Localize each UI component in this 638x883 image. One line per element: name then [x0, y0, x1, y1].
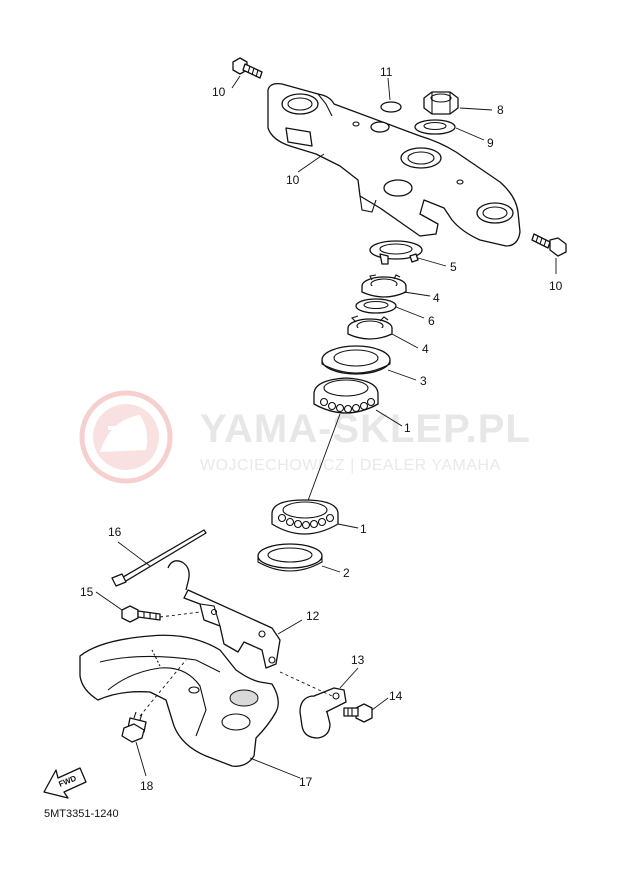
part-3-bearing-cover [321, 345, 391, 375]
watermark-logo [79, 390, 173, 484]
callout-4-upper: 4 [433, 291, 440, 305]
callout-13: 13 [351, 653, 365, 667]
callout-1-upper: 1 [404, 421, 411, 435]
part-10-bolt-right [531, 233, 567, 257]
callout-labels: 10 11 8 9 10 5 4 6 4 3 1 10 1 2 16 15 12… [80, 65, 563, 793]
callout-10-left: 10 [212, 85, 226, 99]
part-11-washer [380, 101, 402, 113]
callout-3: 3 [420, 374, 427, 388]
callout-6: 6 [428, 314, 435, 328]
part-5-lock-washer [369, 240, 423, 265]
callout-9: 10 [286, 173, 300, 187]
watermark: YAMA-SKLEP.PL WOJCIECHOWICZ | DEALER YAM… [79, 390, 531, 484]
callout-11: 11 [380, 65, 393, 79]
part-13-clamp [279, 671, 347, 739]
fwd-arrow-icon: FWD [43, 767, 87, 799]
part-17-cover [79, 634, 279, 767]
part-15-bolt [121, 605, 201, 623]
callout-5: 5 [450, 260, 457, 274]
callout-1-lower: 1 [360, 522, 367, 536]
leader-lines [95, 75, 557, 779]
part-8-washer [414, 119, 456, 135]
callout-7: 8 [497, 103, 504, 117]
part-4-ring-nut-upper [361, 274, 407, 298]
part-18-bolt [121, 659, 187, 743]
watermark-subtitle: WOJCIECHOWICZ | DEALER YAMAHA [200, 457, 501, 474]
part-12-bracket [167, 560, 281, 669]
axis-line [305, 413, 341, 507]
callout-17: 17 [299, 775, 313, 789]
callout-8: 9 [487, 136, 494, 150]
diagram-code: 5MT3351-1240 [44, 808, 119, 820]
part-1-bearing-upper [313, 377, 379, 414]
callout-4-lower: 4 [422, 342, 429, 356]
part-9-upper-bracket [267, 82, 521, 247]
part-7-nut [423, 91, 459, 115]
part-2-seal [257, 543, 323, 572]
callout-18: 18 [140, 779, 154, 793]
part-16-cable-tie [111, 529, 207, 587]
callout-10-right: 10 [549, 279, 563, 293]
callout-14: 14 [389, 689, 403, 703]
callout-2: 2 [343, 566, 350, 580]
part-1-bearing-lower [271, 499, 339, 535]
callout-12: 12 [306, 609, 320, 623]
callout-16: 16 [108, 525, 122, 539]
part-4-ring-nut-lower [347, 315, 393, 340]
part-6-washer [355, 298, 397, 314]
watermark-title: YAMA-SKLEP.PL [200, 407, 531, 451]
callout-15: 15 [80, 585, 94, 599]
part-14-bolt [343, 703, 373, 723]
part-10-bolt-left [232, 57, 263, 79]
